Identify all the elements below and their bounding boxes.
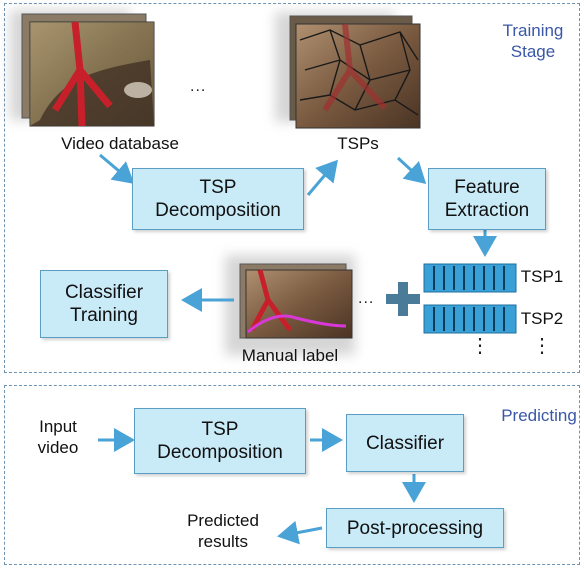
training-stage-label: Training Stage bbox=[488, 20, 578, 62]
tsps-image bbox=[275, 12, 421, 129]
tsp-decomposition-predicting-line1: TSP bbox=[201, 419, 239, 440]
manual-label-ellipsis: ... bbox=[358, 290, 375, 307]
tsp-decomposition-line2: Decomposition bbox=[155, 200, 281, 221]
classifier-training-box: Classifier Training bbox=[40, 270, 168, 338]
arrow-postprocessing-to-results bbox=[277, 520, 323, 545]
tsp-decomposition-box-predicting: TSP Decomposition bbox=[134, 408, 306, 474]
tsp-decomposition-line1: TSP bbox=[199, 177, 237, 198]
input-video-label: Input video bbox=[28, 416, 88, 458]
predicted-results-label: Predicted results bbox=[168, 510, 278, 552]
feature-extraction-line2: Extraction bbox=[444, 200, 530, 221]
vertical-ellipsis-right: ⋮ bbox=[532, 335, 552, 357]
feature-bar-tsp2 bbox=[423, 304, 517, 334]
vertical-ellipsis-left: ⋮ bbox=[470, 335, 490, 357]
video-database-ellipsis: ... bbox=[190, 78, 207, 95]
input-video-line2: video bbox=[37, 438, 79, 457]
predicting-stage-label-text: Predicting bbox=[501, 406, 577, 425]
post-processing-label: Post-processing bbox=[346, 517, 484, 539]
video-database-image bbox=[10, 10, 155, 127]
manual-label-image bbox=[225, 255, 355, 355]
arrow-tsps-to-feature bbox=[396, 156, 427, 185]
classifier-training-line1: Classifier bbox=[64, 282, 144, 303]
predicting-stage-label: Predicting bbox=[494, 405, 584, 426]
tsp2-label: TSP2 bbox=[520, 309, 564, 328]
arrow-decomposition-to-tsps bbox=[306, 159, 338, 196]
predicted-results-line2: results bbox=[197, 532, 249, 551]
predicting-stage-panel bbox=[4, 385, 580, 565]
feature-extraction-box: Feature Extraction bbox=[428, 168, 546, 230]
training-stage-label-line1: Training bbox=[502, 21, 564, 40]
classifier-box: Classifier bbox=[346, 414, 464, 472]
tsp1-label: TSP1 bbox=[520, 267, 564, 286]
tsp-decomposition-predicting-line2: Decomposition bbox=[157, 442, 283, 463]
classifier-label: Classifier bbox=[365, 432, 445, 454]
tsp-decomposition-box-training: TSP Decomposition bbox=[132, 168, 304, 230]
tsps-label: TSPs bbox=[337, 134, 379, 153]
input-video-line1: Input bbox=[39, 417, 77, 436]
training-stage-label-line2: Stage bbox=[510, 42, 556, 61]
video-database-label: Video database bbox=[61, 134, 179, 153]
arrow-video-to-decomposition bbox=[99, 153, 135, 184]
feature-bar-tsp1 bbox=[423, 263, 517, 293]
training-stage-panel bbox=[4, 3, 580, 373]
plus-icon bbox=[386, 282, 420, 316]
predicted-results-line1: Predicted bbox=[187, 511, 259, 530]
post-processing-box: Post-processing bbox=[326, 508, 504, 548]
manual-label-text: Manual label bbox=[241, 346, 339, 365]
classifier-training-line2: Training bbox=[70, 305, 138, 326]
feature-extraction-line1: Feature bbox=[454, 177, 520, 198]
